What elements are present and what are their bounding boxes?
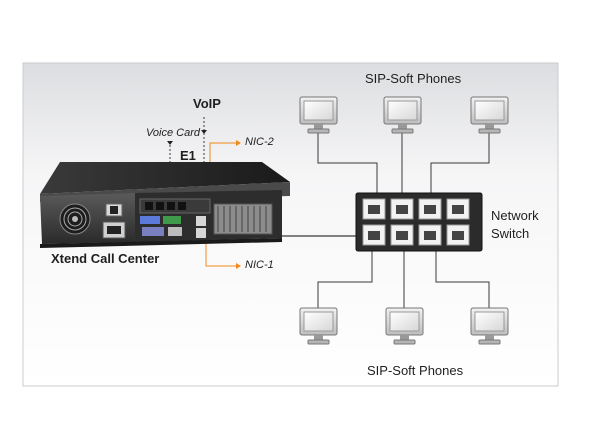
top-phone-cables xyxy=(317,133,490,196)
nic2-label: NIC-2 xyxy=(245,136,274,148)
network-switch-icon xyxy=(355,192,483,252)
network-switch-label-line2: Switch xyxy=(491,226,530,241)
monitor-icon-top-3 xyxy=(470,96,509,134)
top-phones-label: SIP-Soft Phones xyxy=(365,71,462,86)
network-switch-label: Network Switch xyxy=(491,207,539,243)
monitor-icon-bottom-2 xyxy=(385,307,424,345)
voice-card-arrow-icon xyxy=(167,141,173,145)
nic2-arrow-icon xyxy=(236,140,241,146)
monitor-icon-top-1 xyxy=(299,96,338,134)
bottom-phones-label: SIP-Soft Phones xyxy=(367,363,464,378)
monitor-icon-top-2 xyxy=(383,96,422,134)
voice-card-label: Voice Card xyxy=(146,127,201,139)
monitor-icon-bottom-1 xyxy=(299,307,338,345)
voip-label: VoIP xyxy=(193,96,221,111)
nic1-arrow-icon xyxy=(236,263,241,269)
monitor-icon-bottom-3 xyxy=(470,307,509,345)
bottom-phone-cables xyxy=(317,248,490,308)
nic1-label: NIC-1 xyxy=(245,259,274,271)
network-switch-label-line1: Network xyxy=(491,208,539,223)
voip-arrow-icon xyxy=(201,130,207,134)
server-icon xyxy=(40,162,290,248)
e1-label: E1 xyxy=(180,148,196,163)
server-label: Xtend Call Center xyxy=(51,251,160,266)
nic1-line xyxy=(205,238,236,267)
